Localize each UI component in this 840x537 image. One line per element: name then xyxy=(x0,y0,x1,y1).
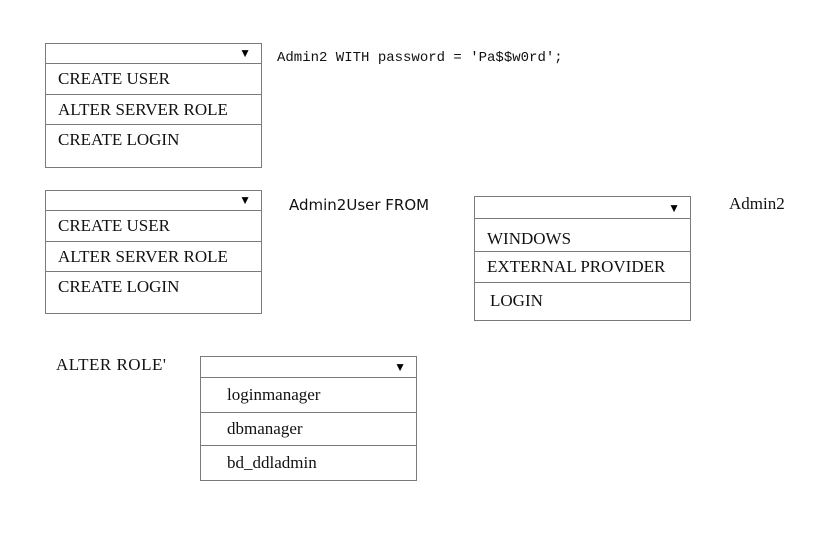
dropdown-4-option-dbmanager[interactable]: dbmanager xyxy=(201,413,416,446)
dropdown-2-option-create-user[interactable]: CREATE USER xyxy=(46,211,261,242)
statement-dropdown-2[interactable]: ▼ CREATE USER ALTER SERVER ROLE CREATE L… xyxy=(45,190,262,314)
dropdown-1-option-alter-server-role[interactable]: ALTER SERVER ROLE xyxy=(46,95,261,125)
statement-text-2: Admin2User FROM xyxy=(289,196,430,214)
dropdown-4-header[interactable]: ▼ xyxy=(201,357,416,378)
statement-text-1: Admin2 WITH password = 'Pa$$w0rd'; xyxy=(277,50,563,66)
dropdown-2-header[interactable]: ▼ xyxy=(46,191,261,211)
dropdown-3-option-windows[interactable]: WINDOWS xyxy=(475,219,690,252)
dropdown-2-option-alter-server-role[interactable]: ALTER SERVER ROLE xyxy=(46,242,261,272)
statement-text-4: ALTER ROLE' xyxy=(56,355,167,374)
dropdown-4-option-loginmanager[interactable]: loginmanager xyxy=(201,378,416,413)
dropdown-1-option-create-login[interactable]: CREATE LOGIN xyxy=(58,130,180,149)
chevron-down-icon[interactable]: ▼ xyxy=(239,193,251,207)
statement-dropdown-4[interactable]: ▼ loginmanager dbmanager bd_ddladmin xyxy=(200,356,417,481)
dropdown-1-option-create-user[interactable]: CREATE USER xyxy=(46,64,261,95)
dropdown-1-header[interactable]: ▼ xyxy=(46,44,261,64)
statement-text-3: Admin2 xyxy=(729,194,785,213)
chevron-down-icon[interactable]: ▼ xyxy=(239,46,251,60)
chevron-down-icon[interactable]: ▼ xyxy=(394,360,406,374)
dropdown-3-header[interactable]: ▼ xyxy=(475,197,690,219)
dropdown-4-option-bd-ddladmin[interactable]: bd_ddladmin xyxy=(227,453,317,472)
dropdown-3-option-external-provider[interactable]: EXTERNAL PROVIDER xyxy=(475,252,690,283)
dropdown-3-option-login[interactable]: LOGIN xyxy=(490,290,543,310)
statement-dropdown-1[interactable]: ▼ CREATE USER ALTER SERVER ROLE CREATE L… xyxy=(45,43,262,168)
chevron-down-icon[interactable]: ▼ xyxy=(668,201,680,215)
dropdown-2-option-create-login[interactable]: CREATE LOGIN xyxy=(58,277,180,296)
statement-dropdown-3[interactable]: ▼ WINDOWS EXTERNAL PROVIDER LOGIN xyxy=(474,196,691,321)
